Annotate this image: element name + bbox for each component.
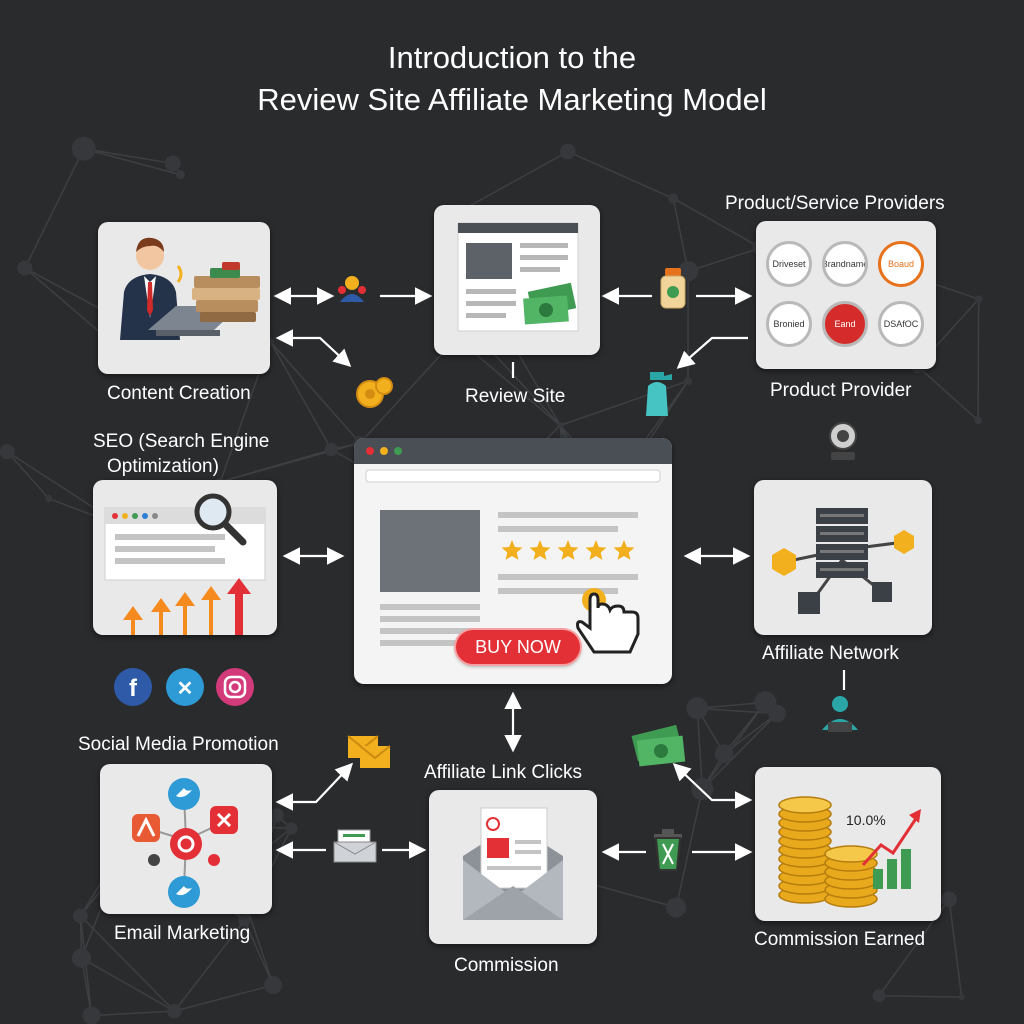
- social-icons-row: f ✕: [114, 668, 254, 706]
- jar-icon: [660, 268, 686, 309]
- affiliate-link-clicks-label: Affiliate Link Clicks: [424, 762, 583, 783]
- envelope-icon: [347, 735, 391, 768]
- arrow-money-to-earned: [672, 762, 753, 809]
- provider-logo-1: Driveset: [766, 241, 812, 287]
- provider-logo-3: Boaud: [878, 241, 924, 287]
- money-icon: [631, 724, 686, 767]
- growth-arrows-icon: [123, 578, 251, 635]
- product-provider-label: Product Provider: [770, 380, 912, 401]
- target-icon: [170, 828, 202, 860]
- seo-box: [93, 480, 277, 635]
- twitter-icon: [168, 876, 200, 908]
- mail-tray-icon: [333, 829, 377, 863]
- twitter-icon: [168, 778, 200, 810]
- rating-star: [585, 540, 607, 560]
- social-hub-icon: [132, 778, 238, 908]
- commission-percent-label: 10.0%: [846, 812, 886, 828]
- growth-chart-icon: [861, 809, 921, 889]
- email-marketing-label: Email Marketing: [114, 923, 251, 944]
- money-icon: [523, 282, 577, 325]
- commission-earned-label: Commission Earned: [754, 929, 926, 950]
- trash-icon: [654, 829, 682, 871]
- webcam-icon: [829, 422, 857, 460]
- provider-logo-6: DSAfOC: [878, 301, 924, 347]
- envelope-invoice-icon: [463, 807, 563, 920]
- arrow-social-to-envelope: [275, 762, 354, 811]
- commission-earned-box: [755, 767, 941, 921]
- email-marketing-box: [100, 764, 272, 914]
- seo-label-line2: Optimization): [107, 456, 219, 477]
- cursor-hand-icon: [576, 588, 640, 654]
- content-creation-box: [98, 222, 270, 374]
- affiliate-network-box: [754, 480, 932, 635]
- magnifier-icon: [194, 493, 247, 546]
- buy-now-button[interactable]: BUY NOW: [456, 630, 580, 664]
- rating-star: [613, 540, 635, 560]
- x-icon: ✕: [166, 668, 204, 706]
- svg-text:✕: ✕: [177, 678, 194, 700]
- rating-star: [529, 540, 551, 560]
- rating-stars-icon: [501, 540, 635, 560]
- product-providers-box: Driveset Brandname Boaud Bronied Eand DS…: [756, 221, 936, 369]
- bottle-icon: [646, 372, 672, 416]
- coin: [824, 845, 878, 863]
- social-media-promotion-label: Social Media Promotion: [78, 734, 279, 755]
- content-creation-label: Content Creation: [107, 383, 251, 404]
- user-group-icon: [338, 276, 366, 302]
- review-site-box: [434, 205, 600, 355]
- seo-browser-icon: [104, 493, 266, 635]
- arrow-content-to-coins: [275, 329, 352, 367]
- link-icon: [210, 806, 238, 834]
- provider-logo-5: Eand: [822, 301, 868, 347]
- arrow-providers-to-bottle: [676, 336, 748, 369]
- rating-star: [557, 540, 579, 560]
- coin: [778, 796, 832, 814]
- diagram-title-line2: Review Site Affiliate Marketing Model: [257, 82, 767, 117]
- svg-text:f: f: [129, 675, 138, 702]
- commission-label: Commission: [454, 955, 559, 976]
- product-service-providers-label: Product/Service Providers: [725, 193, 945, 214]
- rating-star: [501, 540, 523, 560]
- commission-box: [429, 790, 597, 944]
- person-laptop-icon: [120, 237, 260, 340]
- provider-logo-2: Brandname: [822, 241, 868, 287]
- review-page-icon: [354, 438, 672, 654]
- share-icon: [132, 814, 160, 842]
- provider-logo-4: Bronied: [766, 301, 812, 347]
- coin-stack-icon: [778, 796, 878, 908]
- person-icon: [822, 696, 858, 732]
- diagram-title-line1: Introduction to the: [387, 40, 637, 75]
- instagram-icon: [216, 668, 254, 706]
- browser-window-icon: [457, 222, 579, 332]
- facebook-icon: f: [114, 668, 152, 706]
- review-site-label: Review Site: [465, 386, 566, 407]
- affiliate-network-label: Affiliate Network: [762, 643, 899, 664]
- coins-icon: [356, 377, 393, 408]
- server-network-icon: [772, 508, 914, 614]
- seo-label-line1: SEO (Search Engine: [93, 431, 270, 452]
